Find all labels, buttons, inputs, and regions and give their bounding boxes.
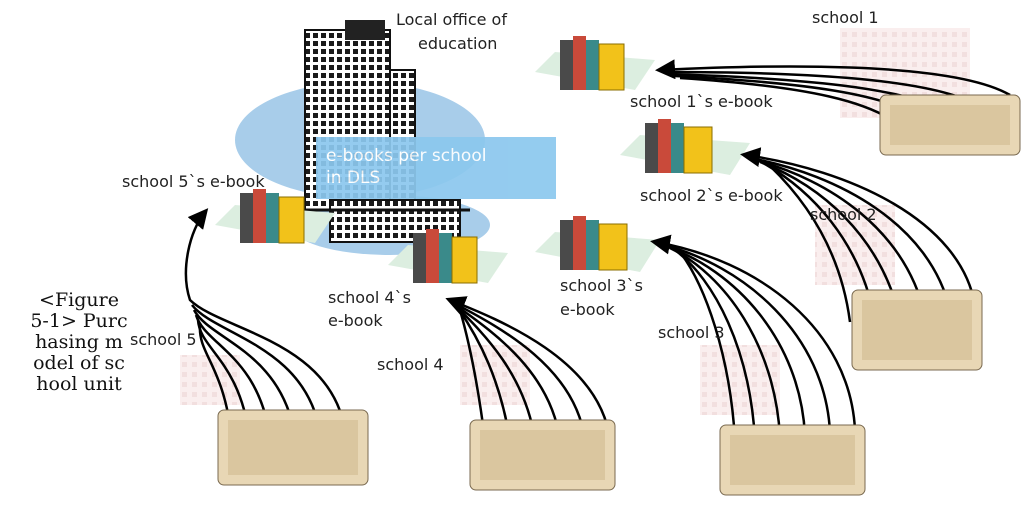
school-2-label: school 2 bbox=[810, 205, 877, 225]
office-title-line2: education bbox=[418, 34, 497, 54]
dls-ebooks-box: e-books per school in DLS bbox=[316, 137, 556, 199]
figure-caption: <Figure 5-1> Purchasing model of school … bbox=[30, 290, 128, 395]
school-3-label: school 3 bbox=[658, 323, 725, 343]
school-1-ebook-label: school 1`s e-book bbox=[630, 92, 773, 112]
school-5-ebook-label: school 5`s e-book bbox=[122, 172, 265, 192]
ebook-stack-school-2 bbox=[620, 119, 750, 175]
students-school-2 bbox=[852, 290, 982, 370]
dls-box-line2: in DLS bbox=[326, 167, 546, 189]
office-title-line1: Local office of bbox=[396, 10, 507, 30]
school-4-label: school 4 bbox=[377, 355, 444, 375]
school-4-ebook-label-line2: e-book bbox=[328, 311, 383, 331]
ebook-stack-school-1 bbox=[535, 36, 655, 90]
school-2-ebook-label: school 2`s e-book bbox=[640, 186, 783, 206]
dls-box-line1: e-books per school bbox=[326, 145, 546, 167]
school-5-label: school 5 bbox=[130, 330, 197, 350]
students-school-3 bbox=[720, 425, 865, 495]
school-4-ebook-label-line1: school 4`s bbox=[328, 288, 411, 308]
students-school-4 bbox=[470, 420, 615, 490]
students-school-1 bbox=[880, 95, 1020, 155]
students-school-5 bbox=[218, 410, 368, 485]
school-3-ebook-label-line1: school 3`s bbox=[560, 276, 643, 296]
arrows-school-4 bbox=[450, 300, 610, 440]
ebook-stack-school-3 bbox=[535, 216, 660, 272]
school-1-label: school 1 bbox=[812, 8, 879, 28]
school-3-ebook-label-line2: e-book bbox=[560, 300, 615, 320]
